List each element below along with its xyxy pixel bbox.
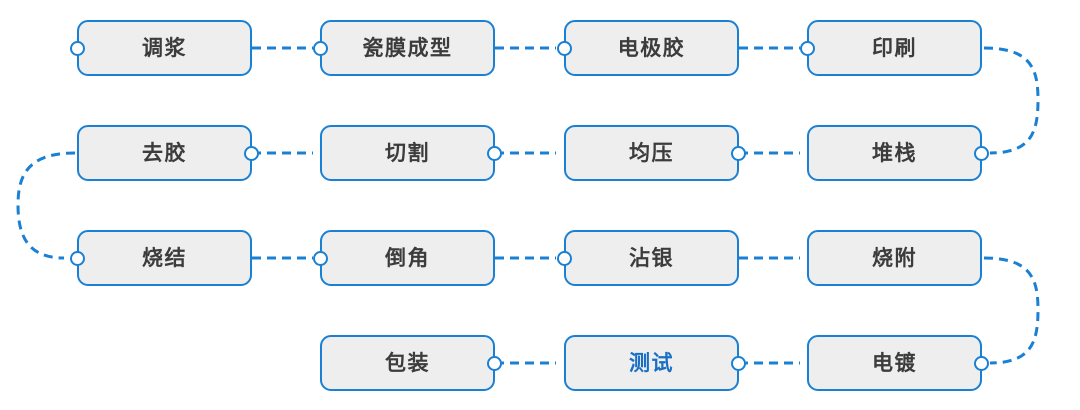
node-label: 印刷	[872, 35, 917, 60]
connector-port-right	[731, 145, 746, 161]
process-node-duizhan[interactable]: 堆栈	[807, 125, 989, 181]
process-node-qujiao[interactable]: 去胶	[77, 125, 259, 181]
connector-port-right	[731, 355, 746, 371]
node-label: 测试	[629, 350, 674, 375]
node-label: 倒角	[385, 245, 430, 270]
node-label: 去胶	[142, 140, 187, 165]
process-node-shaofu[interactable]: 烧附	[807, 230, 982, 286]
process-node-junya[interactable]: 均压	[564, 125, 746, 181]
connector-port-right	[974, 145, 989, 161]
node-label: 切割	[385, 140, 430, 165]
connector-port-left	[557, 250, 572, 266]
node-label: 堆栈	[872, 140, 917, 165]
process-node-diandu[interactable]: 电镀	[807, 335, 989, 391]
node-label: 烧结	[142, 245, 187, 270]
node-label: 烧附	[872, 245, 917, 270]
process-node-ceshi[interactable]: 测试	[564, 335, 746, 391]
connector-port-left	[557, 40, 572, 56]
connector-port-left	[313, 250, 328, 266]
process-node-qiege[interactable]: 切割	[320, 125, 502, 181]
process-node-baozhuang[interactable]: 包装	[320, 335, 502, 391]
connector-port-right	[244, 145, 259, 161]
connector-port-left	[313, 40, 328, 56]
process-node-yinshua[interactable]: 印刷	[800, 20, 982, 76]
connector-port-left	[70, 40, 85, 56]
connector-port-left	[70, 250, 85, 266]
node-label: 均压	[629, 140, 674, 165]
node-label: 调浆	[142, 35, 187, 60]
process-node-dianjijiao[interactable]: 电极胶	[557, 20, 739, 76]
connector-port-right	[974, 355, 989, 371]
process-node-daojiao[interactable]: 倒角	[313, 230, 495, 286]
process-node-shaojie[interactable]: 烧结	[70, 230, 252, 286]
connector-port-right	[487, 145, 502, 161]
node-label: 瓷膜成型	[362, 35, 453, 60]
process-node-cimochengxing[interactable]: 瓷膜成型	[313, 20, 495, 76]
process-node-zhanyin[interactable]: 沾银	[557, 230, 739, 286]
node-label: 沾银	[629, 245, 674, 270]
process-node-tiaojiang[interactable]: 调浆	[70, 20, 252, 76]
node-label: 电镀	[872, 350, 917, 375]
connector-port-left	[800, 40, 815, 56]
node-label: 电极胶	[617, 35, 686, 60]
connector-port-right	[487, 355, 502, 371]
node-label: 包装	[385, 350, 430, 375]
